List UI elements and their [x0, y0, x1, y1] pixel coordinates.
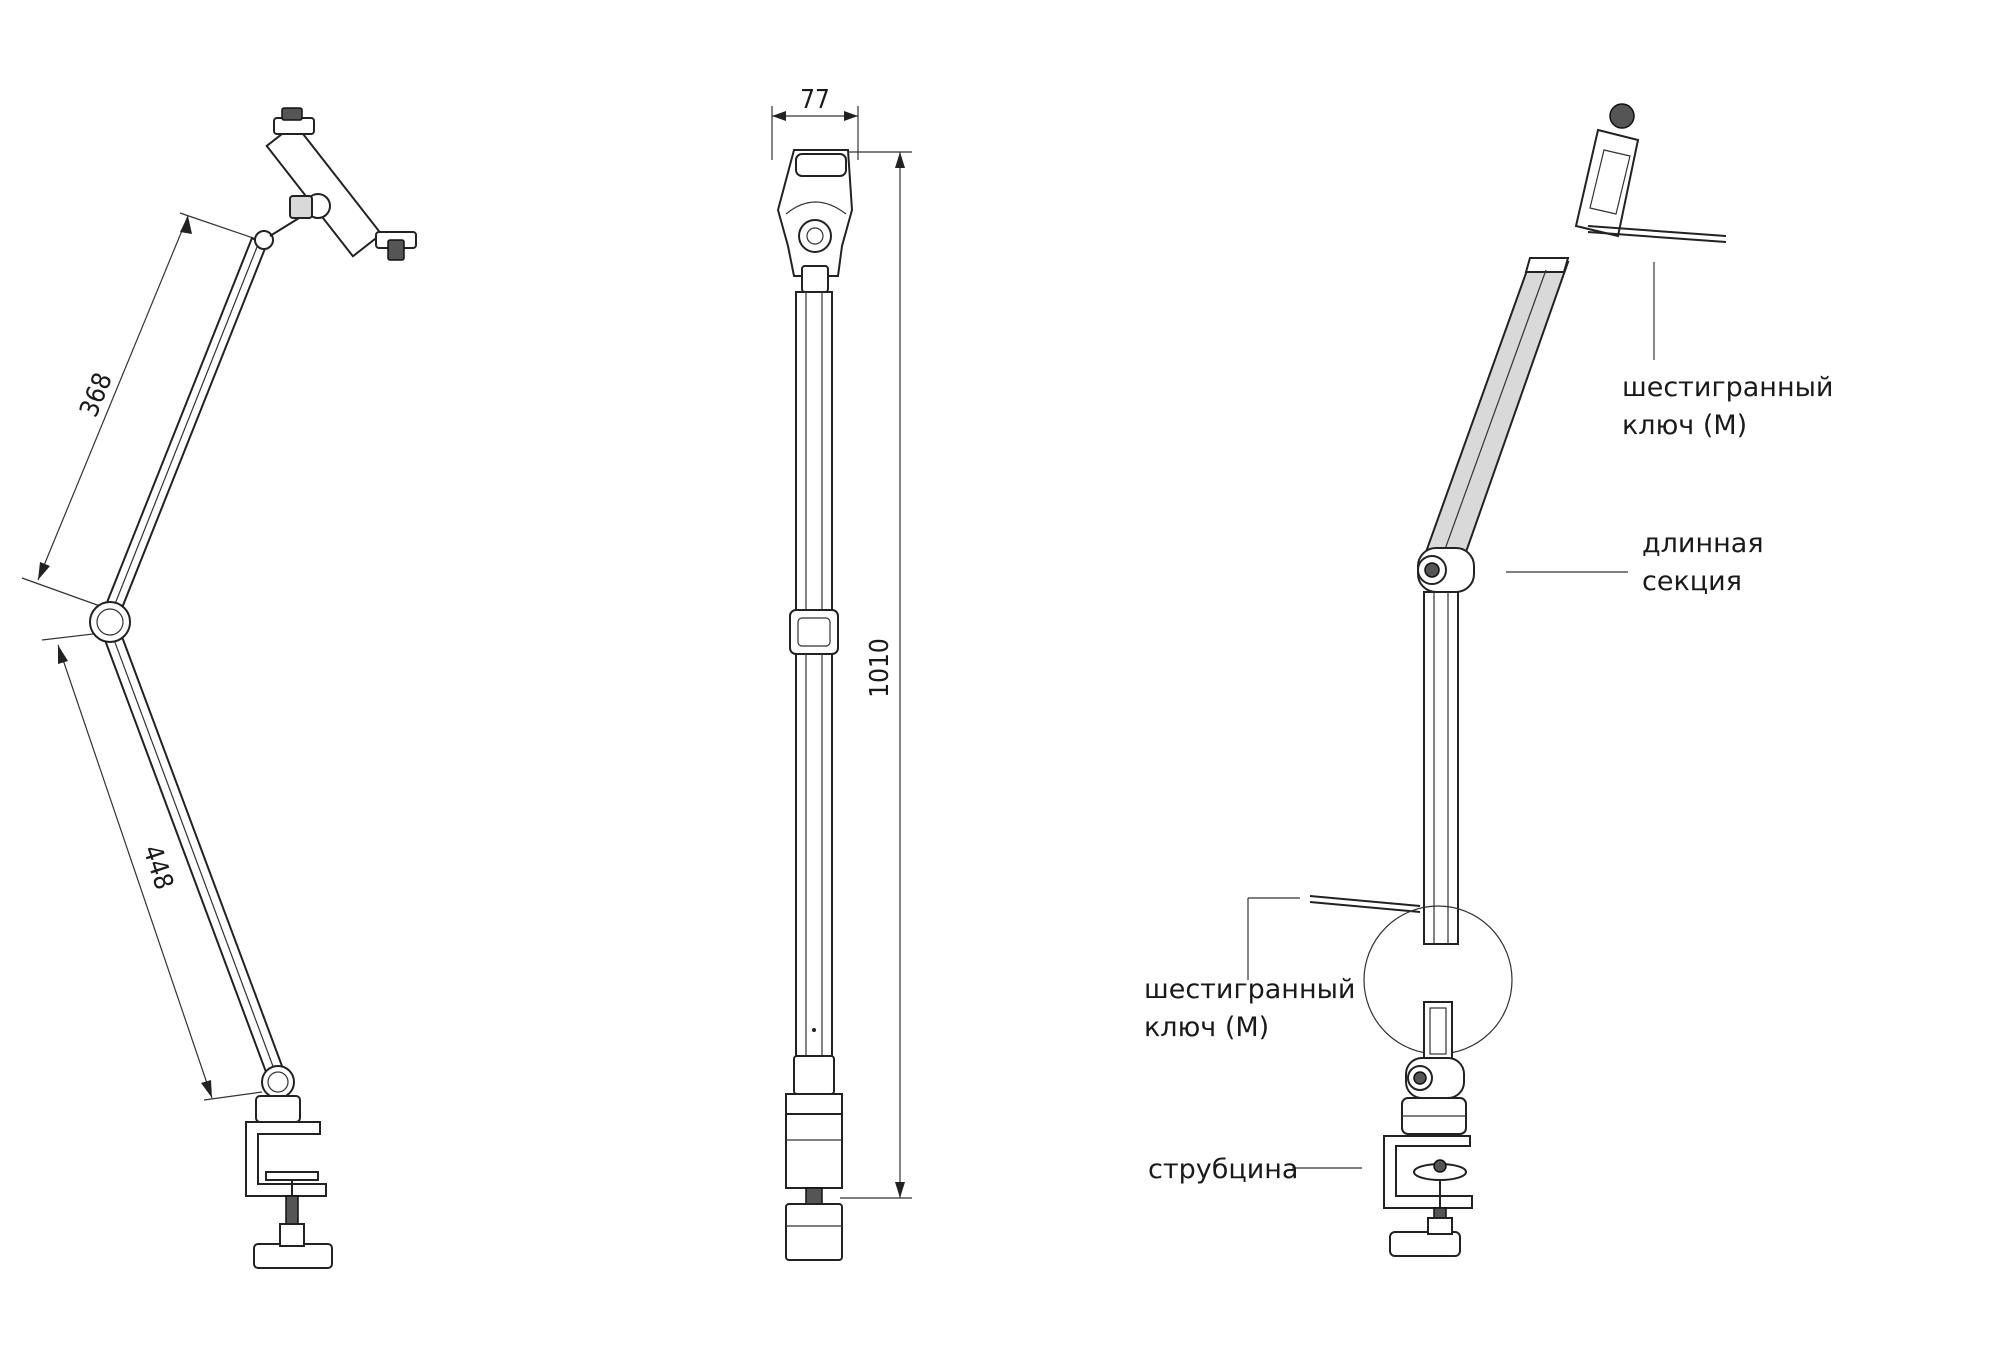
callout-hex-key-top: шестигранный ключ (М) — [1622, 262, 1833, 441]
middle-upper-tube — [795, 291, 833, 623]
middle-joint — [789, 609, 839, 655]
left-figure-arm-side-view: 368 448 — [21, 107, 417, 1269]
top-mount-part — [1574, 103, 1727, 243]
middle-lower-tube — [795, 653, 833, 1057]
middle-base — [785, 1055, 843, 1261]
right-lower-tube — [1423, 591, 1459, 945]
dimension-368-label: 368 — [74, 369, 119, 422]
dimension-1010: 1010 — [840, 151, 912, 1199]
tablet-holder — [254, 107, 417, 261]
lower-arm-tube — [100, 624, 284, 1074]
right-bottom-joint — [1401, 1057, 1467, 1135]
right-figure-exploded-view: шестигранный ключ (М) длинная секция — [1144, 103, 1833, 1257]
middle-figure-front-view: 77 1010 — [771, 85, 912, 1261]
callout-long-section: длинная секция — [1506, 528, 1764, 597]
dimension-1010-label: 1010 — [865, 638, 895, 698]
bottom-joint — [261, 1065, 295, 1099]
dimension-448-label: 448 — [136, 842, 178, 894]
dimension-448: 448 — [41, 631, 263, 1101]
clamp-base — [245, 1095, 333, 1269]
label-long-section-line2: секция — [1642, 566, 1742, 597]
right-clamp — [1383, 1135, 1473, 1257]
label-hex-key-bottom-line2: ключ (М) — [1144, 1012, 1269, 1043]
head-mount — [776, 149, 854, 293]
bottom-hex-key — [1309, 895, 1421, 913]
elbow-joint — [89, 601, 131, 643]
label-hex-key-top-line1: шестигранный — [1622, 372, 1833, 403]
right-elbow-joint — [1417, 547, 1475, 593]
label-hex-key-bottom-line1: шестигранный — [1144, 974, 1355, 1005]
dimension-77-label: 77 — [800, 85, 830, 115]
detail-circle — [1363, 905, 1513, 1061]
label-clamp: струбцина — [1148, 1154, 1298, 1185]
upper-arm-tube — [102, 236, 268, 620]
callout-clamp: струбцина — [1148, 1154, 1362, 1185]
label-hex-key-top-line2: ключ (М) — [1622, 410, 1747, 441]
callout-hex-key-bottom: шестигранный ключ (М) — [1144, 897, 1355, 1043]
long-section-tube — [1424, 257, 1570, 553]
dimension-77: 77 — [771, 85, 859, 160]
label-long-section-line1: длинная — [1642, 528, 1764, 559]
